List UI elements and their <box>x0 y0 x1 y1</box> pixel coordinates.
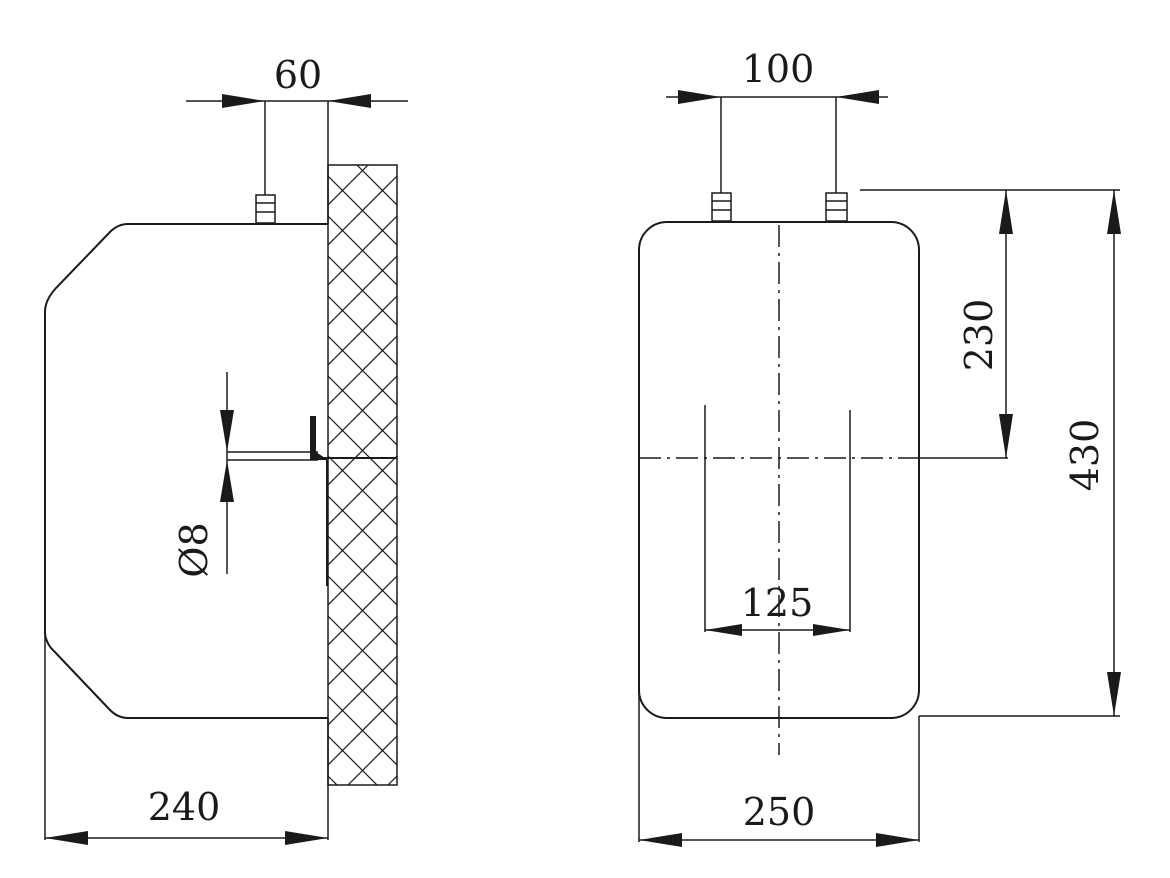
top-fitting-right <box>825 192 848 222</box>
heater-body-side <box>44 223 328 719</box>
dimension-250: 250 <box>638 690 920 847</box>
wall-hatching <box>328 56 397 878</box>
wall <box>327 56 398 878</box>
dimension-60: 60 <box>186 53 408 224</box>
dimension-100: 100 <box>666 47 888 193</box>
hatch-line <box>328 295 397 366</box>
hatch-line <box>328 575 397 646</box>
hatch-line <box>328 415 397 486</box>
dimension-100-label: 100 <box>742 47 815 91</box>
hatch-line <box>328 165 369 206</box>
hatch-line <box>328 615 397 686</box>
dimension-diameter-label: Ø8 <box>172 522 216 577</box>
dimension-125-label: 125 <box>741 581 814 625</box>
hatch-line <box>328 535 397 606</box>
hatch-line <box>328 175 397 246</box>
hatch-line <box>387 775 397 785</box>
mounting-bracket <box>227 416 397 586</box>
hatch-line <box>328 695 397 766</box>
front-view: 100 125 230 430 <box>638 47 1121 847</box>
hatch-line <box>328 56 397 125</box>
hatch-line <box>328 335 397 406</box>
hatch-line <box>328 655 397 726</box>
hatch-line <box>328 455 397 526</box>
dimension-60-label: 60 <box>274 53 322 97</box>
hatch-line <box>328 56 397 125</box>
hatch-line <box>328 775 338 785</box>
hatch-line <box>328 495 397 566</box>
top-fitting-side <box>255 194 276 224</box>
hatch-line <box>347 735 397 785</box>
dimension-230: 230 <box>860 189 1120 458</box>
hatch-line <box>328 375 397 446</box>
hatch-line <box>328 816 397 878</box>
dimension-250-label: 250 <box>743 790 816 834</box>
dimension-430-label: 430 <box>1063 419 1107 492</box>
top-fitting-left <box>711 192 732 222</box>
hatch-line <box>328 816 397 878</box>
dimension-diameter: Ø8 <box>172 372 234 578</box>
dimension-430: 430 <box>919 190 1121 717</box>
hatch-line <box>328 215 397 286</box>
side-view: 60 Ø8 240 <box>44 53 408 878</box>
dimension-240: 240 <box>44 632 329 845</box>
dimension-240-label: 240 <box>148 785 221 829</box>
dimension-125: 125 <box>704 405 851 636</box>
dimension-230-label: 230 <box>957 299 1001 372</box>
hatch-line <box>328 255 397 326</box>
